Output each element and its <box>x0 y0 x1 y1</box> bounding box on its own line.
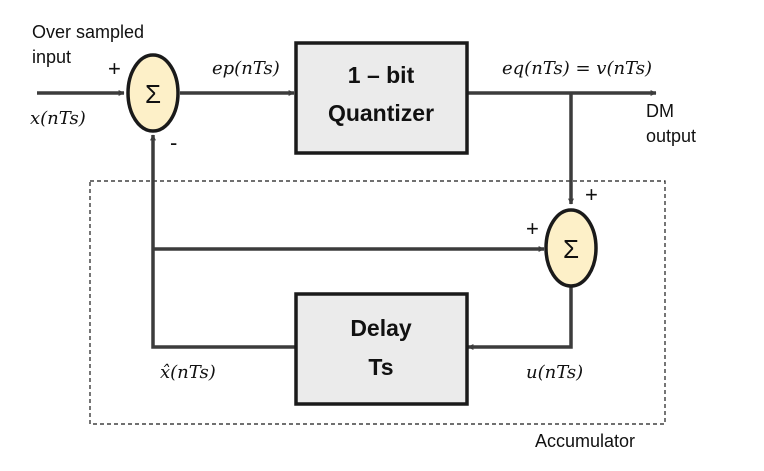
delay-out-line <box>150 134 295 349</box>
quantizer-label-1: 1 – bit <box>348 62 415 88</box>
sum1-minus-sign: - <box>170 130 177 155</box>
sum2-plus-top-sign: + <box>585 182 598 207</box>
output-label-2: output <box>646 126 696 146</box>
input-label-2: input <box>32 47 71 67</box>
quantizer-label-2: Quantizer <box>328 100 434 126</box>
quantizer-block: 1 – bit Quantizer <box>294 41 469 155</box>
accumulator-out-label: u(nTs) <box>526 362 583 383</box>
delay-rect <box>294 292 469 406</box>
signal-lines <box>37 90 657 350</box>
accumulator-label: Accumulator <box>535 431 635 451</box>
feedback-signal-label: x̂(nTs) <box>160 362 216 383</box>
error-signal-label: ep(nTs) <box>212 58 280 79</box>
sum1-plus-sign: + <box>108 56 121 81</box>
delay-label-2: Ts <box>368 354 393 380</box>
accumulator-box <box>89 180 666 425</box>
summer-1: Σ <box>126 53 180 133</box>
delay-block: Delay Ts <box>294 292 469 406</box>
output-signal-label: eq(nTs) = v(nTs) <box>502 58 652 79</box>
summer-1-symbol: Σ <box>145 79 161 109</box>
labels: Over sampled input + x(nTs) - ep(nTs) eq… <box>30 22 696 451</box>
sum2-plus-left-sign: + <box>526 216 539 241</box>
input-label-1: Over sampled <box>32 22 144 42</box>
summer-1-shape <box>126 53 180 133</box>
delay-label-1: Delay <box>350 315 412 341</box>
summer-2-shape <box>544 208 598 288</box>
quantizer-rect <box>294 41 469 155</box>
output-label-1: DM <box>646 101 674 121</box>
summer-2: Σ <box>544 208 598 288</box>
input-signal-label: x(nTs) <box>30 108 86 129</box>
summer-2-symbol: Σ <box>563 234 579 264</box>
accumulator-out-line <box>467 283 573 350</box>
